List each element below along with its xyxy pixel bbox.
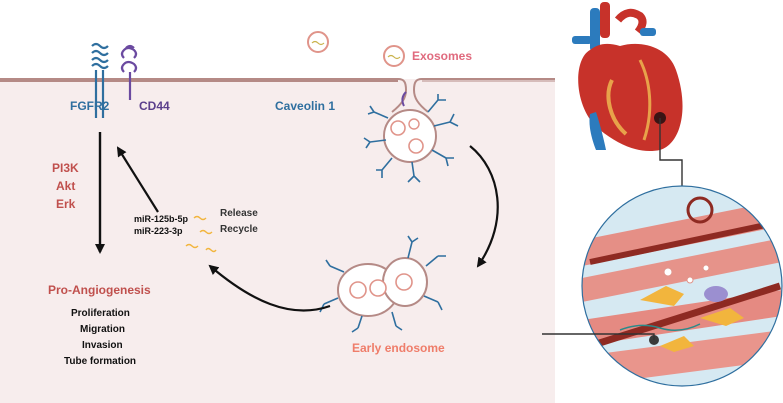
exosome-icon [307, 31, 329, 53]
fgfr2-label: FGFR2 [70, 99, 110, 113]
cell-cytoplasm [0, 79, 555, 403]
caveolae-vesicle [383, 91, 437, 163]
recycle-arrow [208, 264, 331, 312]
cd44-receptor-icon [120, 44, 138, 100]
fgfr2-receptor-icon [91, 42, 109, 118]
mirna-arrow [116, 146, 159, 213]
mirna-2: miR-223-3p [134, 226, 183, 236]
caveolin-protein-icon [363, 94, 459, 183]
heart-callout-line [659, 118, 683, 186]
myocardium-tissue-icon [582, 186, 782, 386]
internalization-arrow [469, 145, 499, 268]
mirna-1: miR-125b-5p [134, 214, 189, 224]
outcome-invasion: Invasion [82, 340, 123, 351]
caveolin-label: Caveolin 1 [275, 99, 335, 113]
outcome-migration: Migration [80, 324, 125, 335]
recycle-label: Recycle [220, 224, 258, 235]
early-endosome-label: Early endosome [352, 341, 445, 355]
exosome-icon [383, 45, 405, 67]
exosomes-label: Exosomes [412, 49, 472, 63]
pathway-pi3k: PI3K [52, 161, 79, 175]
heart-icon [572, 2, 683, 152]
pathway-erk: Erk [56, 197, 76, 211]
endosome-caveolin-icon [319, 235, 446, 333]
outcome-proliferation: Proliferation [71, 308, 130, 319]
release-label: Release [220, 208, 258, 219]
pathway-akt: Akt [56, 179, 75, 193]
tissue-callout-line [542, 333, 655, 340]
cell-membrane [0, 78, 408, 113]
cd44-label: CD44 [139, 99, 170, 113]
mirna-strands-icon [185, 215, 217, 253]
outcome-tube-formation: Tube formation [64, 356, 136, 367]
early-endosome [337, 257, 428, 317]
outcome-title: Pro-Angiogenesis [48, 283, 151, 297]
